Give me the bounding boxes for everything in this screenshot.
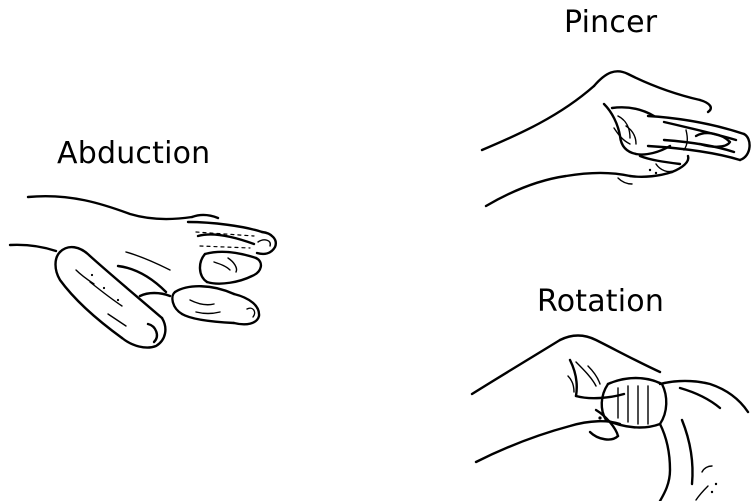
rotation-hand-illustration [472,336,748,501]
pincer-hand-illustration [482,71,750,206]
abduction-hand-illustration [10,196,276,347]
